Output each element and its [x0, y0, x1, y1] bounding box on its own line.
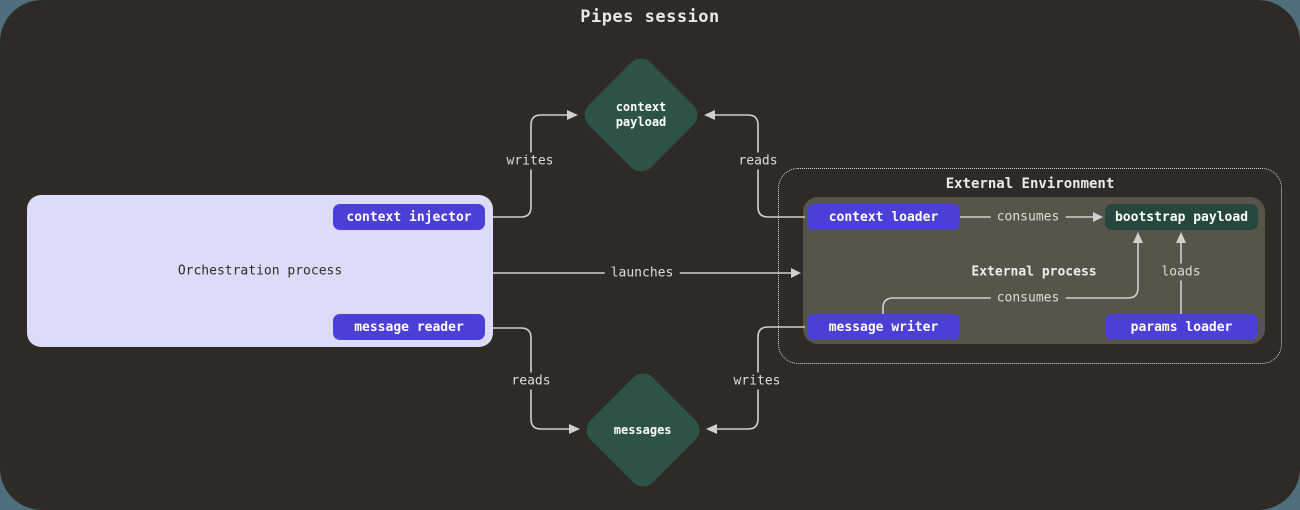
edge-label-loads: loads — [1155, 263, 1207, 281]
external-environment-box: External Environment — [778, 168, 1282, 364]
arrowhead-writes-top — [567, 110, 578, 120]
edge-label-reads-bottom: reads — [505, 372, 557, 390]
external-environment-label: External Environment — [945, 176, 1115, 192]
params-loader-chip: params loader — [1105, 314, 1258, 340]
context-injector-chip: context injector — [333, 204, 485, 230]
messages-label: messages — [614, 422, 672, 437]
orchestration-process-label: Orchestration process — [177, 263, 343, 279]
context-payload-diamond: context payload — [578, 52, 704, 178]
edge-label-consumes-bottom: consumes — [990, 289, 1066, 307]
bootstrap-payload-chip: bootstrap payload — [1105, 204, 1258, 230]
message-writer-chip: message writer — [807, 314, 960, 340]
edge-label-launches: launches — [604, 264, 680, 282]
edge-label-writes-top: writes — [500, 152, 560, 170]
arrowhead-writes-bottom — [706, 424, 717, 434]
arrowhead-reads-bottom — [569, 424, 580, 434]
message-reader-chip: message reader — [333, 314, 485, 340]
context-payload-label: context payload — [615, 100, 667, 129]
edge-label-consumes-top: consumes — [990, 208, 1066, 226]
edge-label-writes-bottom: writes — [727, 372, 787, 390]
diagram-title: Pipes session — [580, 7, 720, 27]
messages-diamond: messages — [580, 367, 706, 493]
edge-label-reads-top: reads — [732, 152, 784, 170]
context-loader-chip: context loader — [807, 204, 960, 230]
external-process-label: External process — [971, 264, 1097, 280]
arrowhead-reads-top — [704, 110, 715, 120]
